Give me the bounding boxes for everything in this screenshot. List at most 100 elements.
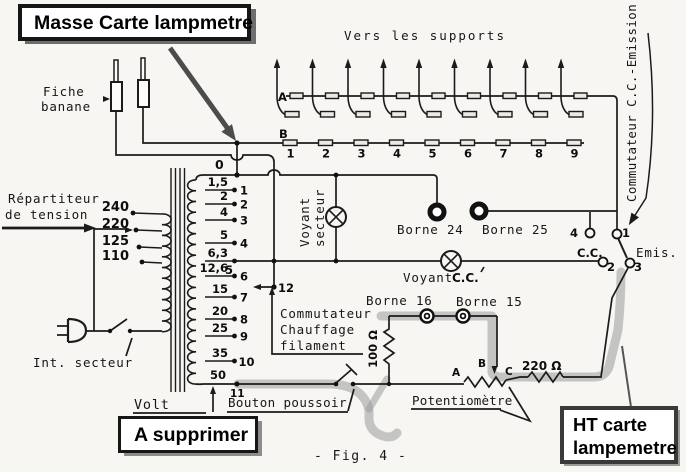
banana-plug-left-body xyxy=(110,81,123,112)
volt-label: Volt xyxy=(134,397,170,413)
fiche-banane-line2: banane xyxy=(41,99,91,114)
primary-tap-label: 110 xyxy=(102,249,129,264)
transformer-core xyxy=(170,168,186,392)
annotation-ht-line2: lampemetre xyxy=(573,437,677,459)
mains-plug xyxy=(57,317,88,344)
support-contact-b xyxy=(495,139,511,147)
support-arrowhead xyxy=(557,58,565,68)
support-arrowhead xyxy=(380,58,387,68)
secondary-tap-number: 1 xyxy=(240,184,248,198)
transformer xyxy=(161,168,204,392)
contact-1-label: 1 xyxy=(622,226,630,240)
support-contact-a xyxy=(289,92,304,100)
secondary-tap-voltage: 15 xyxy=(212,282,228,296)
arrowheads xyxy=(103,96,639,394)
resistor-220-zigzag xyxy=(527,370,564,384)
chauffage-line3: filament xyxy=(280,338,347,353)
support-drop-wire xyxy=(276,95,286,116)
support-contact-lower xyxy=(461,110,478,118)
secondary-tap-number: 5 xyxy=(225,263,233,277)
highlight-a-supprimer-branch xyxy=(365,375,391,413)
support-contact-lower xyxy=(319,110,336,118)
support-contact-a xyxy=(537,92,553,100)
mains-switch-lever xyxy=(109,318,128,332)
primary-tap-line xyxy=(141,261,163,264)
junction-dots xyxy=(107,140,392,387)
support-number: 1 xyxy=(286,147,294,161)
primary-tap-dot xyxy=(136,244,142,250)
support-unit: 4 xyxy=(380,58,411,161)
secondary-tap-dot xyxy=(232,187,237,193)
primary-tap-line xyxy=(135,229,163,232)
support-contact-b xyxy=(388,139,405,147)
secondary-tap-voltage: 25 xyxy=(212,321,228,335)
fiche-banane-line1: Fiche xyxy=(43,84,85,99)
wire-pot-to-220 xyxy=(505,376,528,381)
secondary-tap-number: 8 xyxy=(240,313,248,327)
borne-16-label: Borne 16 xyxy=(366,293,433,308)
support-contact-b xyxy=(317,139,334,147)
primary-tap-dot xyxy=(139,259,145,265)
support-unit: 7 xyxy=(486,58,517,161)
support-number: 3 xyxy=(357,147,365,161)
secondary-tap-dot xyxy=(232,217,237,223)
support-number: 6 xyxy=(464,147,472,161)
resistor-220-label: 220 Ω xyxy=(522,359,561,373)
primary-tap-line xyxy=(132,212,163,215)
feed-arrowhead xyxy=(125,227,133,233)
wire-feed-selector xyxy=(93,228,126,331)
secondary-tap-dot xyxy=(232,316,237,322)
secondary-tap-dot xyxy=(232,273,237,279)
resistor-100-zigzag xyxy=(382,316,396,384)
contact-4-label: 4 xyxy=(570,226,578,240)
support-number: 9 xyxy=(570,147,578,161)
secondary-tap-number: 9 xyxy=(240,330,248,344)
secondary-tap-voltage: 1,5 xyxy=(208,175,228,189)
support-contact-a xyxy=(360,92,375,100)
support-contact-lower xyxy=(390,110,407,118)
primary-tap-label: 125 xyxy=(102,234,129,249)
push-button-bar xyxy=(345,363,358,376)
support-unit: 3 xyxy=(344,58,375,161)
support-unit: 2 xyxy=(309,58,340,161)
lamp-voyant-secteur xyxy=(325,206,347,228)
support-drop-wire xyxy=(524,95,534,116)
support-number: 4 xyxy=(393,147,401,161)
potentiometer-zigzag xyxy=(463,375,507,389)
support-arrowhead xyxy=(273,58,281,68)
bouton-pointer xyxy=(347,388,355,412)
voyant-cc-tick xyxy=(480,266,485,273)
secondary-tap-voltage: 4 xyxy=(220,205,228,219)
secondary-tap-voltage: 20 xyxy=(212,304,228,318)
support-number: 7 xyxy=(499,147,507,161)
support-drop-wire xyxy=(489,95,499,116)
support-drop-wire xyxy=(382,95,392,116)
secondary-tap-number: 7 xyxy=(240,291,248,305)
annotation-a-supprimer: A supprimer xyxy=(118,416,258,453)
repartiteur-line1: Répartiteur xyxy=(8,191,100,206)
tap12-arrowhead xyxy=(253,284,261,290)
contact-2 xyxy=(597,256,609,268)
support-contact-a xyxy=(431,92,446,100)
voyant-cc-cc-label: C.C. xyxy=(452,271,479,285)
support-contact-a xyxy=(395,92,411,100)
support-number: 8 xyxy=(535,147,543,161)
support-contact-lower xyxy=(532,110,549,118)
banana-plug-right-body xyxy=(137,79,150,108)
support-unit: 6 xyxy=(451,58,482,161)
cc-contact-label: C.C. xyxy=(577,246,603,260)
support-unit: 1 xyxy=(273,58,304,161)
support-contact-lower xyxy=(426,110,442,118)
resistor-100-label: 100 Ω xyxy=(366,330,380,368)
support-drop-wire xyxy=(453,95,463,116)
primary-tap-label: 220 xyxy=(102,217,129,232)
volt-arrowhead xyxy=(210,386,216,394)
wire-row-a xyxy=(286,95,618,229)
pot-c-label: C xyxy=(505,366,513,378)
contact-4 xyxy=(584,227,596,239)
support-arrowhead xyxy=(522,58,529,68)
figure-caption: - Fig. 4 - xyxy=(314,449,407,464)
support-number: 2 xyxy=(322,147,330,161)
